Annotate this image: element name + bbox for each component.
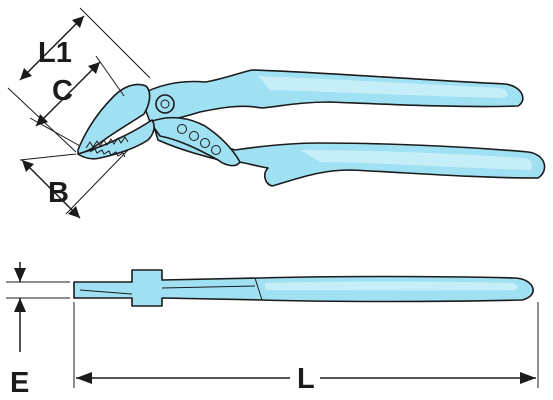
upper-handle-highlight xyxy=(258,76,508,98)
upper-handle xyxy=(139,69,524,123)
label-B: B xyxy=(48,177,69,209)
dimension-E: E xyxy=(6,262,70,399)
slot-plate xyxy=(149,116,241,167)
dimension-B: B xyxy=(19,149,129,219)
dimension-L: L xyxy=(73,302,539,395)
jaw-teeth-lower xyxy=(89,148,126,158)
lower-handle-highlight xyxy=(300,150,533,170)
pivot-bolt xyxy=(155,94,175,114)
pliers-profile-view xyxy=(73,269,534,307)
label-E: E xyxy=(10,367,29,399)
label-C: C xyxy=(52,75,73,107)
label-L1: L1 xyxy=(38,37,72,69)
dimension-L1: L1 xyxy=(7,7,151,153)
pliers-side-view xyxy=(77,69,546,187)
lower-jaw xyxy=(77,119,155,160)
profile-highlight xyxy=(265,281,518,291)
dimension-C: C xyxy=(29,55,125,147)
adjustment-holes xyxy=(177,124,221,155)
upper-jaw xyxy=(77,83,151,155)
jaw-teeth xyxy=(85,136,129,149)
label-L: L xyxy=(297,363,315,395)
